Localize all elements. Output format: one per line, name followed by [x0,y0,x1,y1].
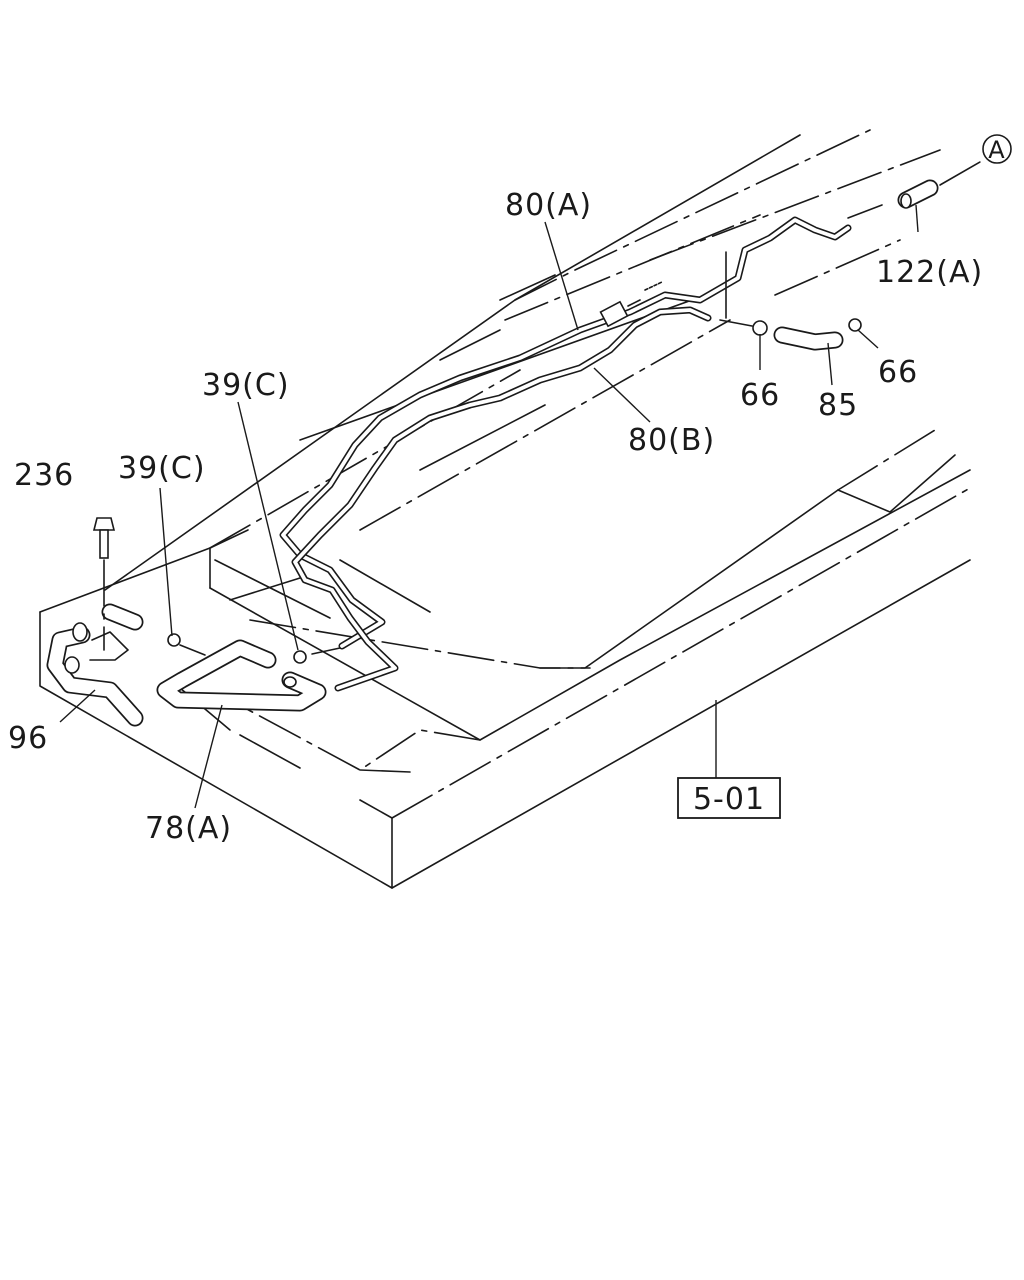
label-96: 96 [8,721,48,756]
label-39c-lower: 39(C) [118,451,206,486]
label-80b: 80(B) [628,423,715,458]
label-66-left: 66 [740,378,780,413]
pipe-joint-connector [599,281,663,328]
label-78a: 78(A) [145,811,232,846]
fuel-pipe-80a [279,216,852,650]
hose-96-assembly [46,517,206,727]
label-236: 236 [14,458,74,493]
fuel-pipe-80b [291,306,712,692]
section-ref-label: 5-01 [693,782,765,817]
label-66-right: 66 [878,355,918,390]
clip-39c-left [167,633,181,647]
hose-85 [719,251,862,351]
bolt-236 [92,517,116,651]
clip-66-left [752,320,768,336]
label-80a: 80(A) [505,188,592,223]
section-reference-box: 5-01 [677,777,781,819]
circle-ref-a: A [982,134,1012,164]
clip-66-right [848,318,862,332]
hose-122a [847,161,981,219]
hose-78a [156,639,341,712]
label-122a: 122(A) [876,255,983,290]
leader-lines [59,204,919,809]
frame-outline [39,129,971,889]
callout-labels: 80(A) 80(B) 122(A) 66 66 85 39(C) 39(C) … [8,188,983,846]
svg-text:A: A [988,136,1005,164]
clip-39c-right [293,650,307,664]
label-85: 85 [818,388,858,423]
label-39c-upper: 39(C) [202,368,290,403]
